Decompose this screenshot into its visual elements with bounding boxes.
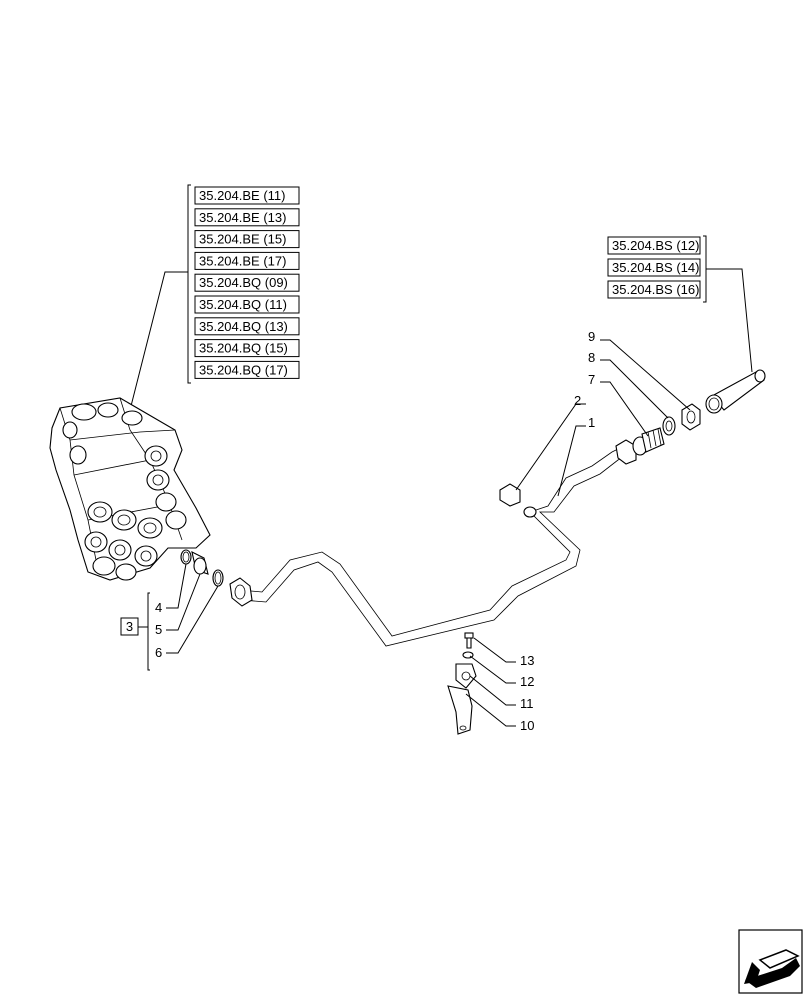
- seal-ring-4: [180, 549, 192, 565]
- right-ref-label: 35.204.BS (16): [612, 282, 699, 297]
- left-ref-label: 35.204.BQ (13): [199, 319, 288, 334]
- left-ref-label: 35.204.BQ (11): [199, 297, 287, 312]
- seal-ring-6: [212, 569, 224, 587]
- callout-12: 12: [520, 674, 534, 689]
- right-reference-group: 35.204.BS (12) 35.204.BS (14) 35.204.BS (1…: [607, 235, 753, 373]
- left-ref-label: 35.204.BE (17): [199, 253, 286, 268]
- bolt-13: [464, 632, 474, 649]
- left-ref-box[interactable]: 35.204.BE (11): [194, 186, 300, 205]
- left-ref-box-frame: [194, 208, 300, 227]
- left-ref-label: 35.204.BE (13): [199, 210, 286, 225]
- callout-6: 6: [155, 645, 162, 660]
- right-ref-box[interactable]: 35.204.BS (14): [607, 258, 701, 277]
- callout-10: 10: [520, 718, 534, 733]
- callout-1: 1: [588, 415, 595, 430]
- left-ref-label: 35.204.BQ (09): [199, 275, 288, 290]
- hose: [705, 369, 766, 414]
- left-ref-leader: [129, 271, 188, 411]
- left-ref-label: 35.204.BE (15): [199, 232, 286, 247]
- left-ref-box[interactable]: 35.204.BQ (13): [194, 317, 300, 336]
- right-ref-label: 35.204.BS (12): [612, 238, 699, 253]
- tube-nut-left: [229, 577, 253, 607]
- left-ref-box[interactable]: 35.204.BQ (09): [194, 273, 300, 292]
- callout-11: 11: [520, 696, 534, 711]
- left-ref-box[interactable]: 35.204.BQ (11): [194, 295, 300, 314]
- left-ref-box-frame: [194, 186, 300, 205]
- adapter-fitting-5: [191, 550, 209, 575]
- callout-5: 5: [155, 622, 162, 637]
- nut-9: [681, 403, 701, 431]
- cap-nut-2: [499, 483, 537, 518]
- left-ref-box-frame: [194, 251, 300, 270]
- right-ref-label: 35.204.BS (14): [612, 260, 699, 275]
- next-page-arrow-icon[interactable]: [738, 929, 803, 994]
- washer-8: [662, 416, 676, 436]
- adapter-7: [632, 427, 665, 456]
- right-ref-box-frame: [607, 236, 701, 255]
- left-ref-box-frame: [194, 273, 300, 292]
- left-reference-group: 35.204.BE (11) 35.204.BE (13) 35.204.BE (1…: [129, 184, 300, 411]
- tube-nut-right: [615, 439, 637, 465]
- right-ref-leader: [706, 268, 753, 373]
- callouts-upper: 9 8 7 2 1: [515, 329, 691, 497]
- left-ref-box-frame: [194, 230, 300, 249]
- callout-9: 9: [588, 329, 595, 344]
- callout-4: 4: [155, 600, 162, 615]
- callout-7: 7: [588, 372, 595, 387]
- callout-13: 13: [520, 653, 534, 668]
- kit-bracket: 3 4 5 6: [120, 563, 219, 671]
- right-ref-box-frame: [607, 280, 701, 299]
- left-ref-box[interactable]: 35.204.BE (15): [194, 230, 300, 249]
- left-ref-box-frame: [194, 317, 300, 336]
- hydraulic-tube-1: [229, 439, 637, 647]
- left-ref-label: 35.204.BQ (15): [199, 341, 288, 356]
- callout-8: 8: [588, 350, 595, 365]
- left-ref-label: 35.204.BQ (17): [199, 362, 288, 377]
- left-ref-box[interactable]: 35.204.BE (17): [194, 251, 300, 270]
- right-ref-box[interactable]: 35.204.BS (16): [607, 280, 701, 299]
- right-ref-box-frame: [607, 258, 701, 277]
- left-ref-box[interactable]: 35.204.BQ (17): [194, 360, 300, 379]
- right-ref-box[interactable]: 35.204.BS (12): [607, 236, 701, 255]
- callout-2: 2: [574, 393, 581, 408]
- left-ref-box-frame: [194, 339, 300, 358]
- left-ref-box-frame: [194, 360, 300, 379]
- left-ref-label: 35.204.BE (11): [199, 188, 285, 203]
- left-ref-box[interactable]: 35.204.BQ (15): [194, 339, 300, 358]
- left-ref-box[interactable]: 35.204.BE (13): [194, 208, 300, 227]
- bracket-assembly: 13 12 11 10: [447, 632, 534, 735]
- left-ref-box-frame: [194, 295, 300, 314]
- control-valve-block: [49, 397, 211, 581]
- clamp-11: [455, 663, 477, 689]
- kit-label: 3: [126, 619, 133, 634]
- bracket-10: [447, 685, 473, 735]
